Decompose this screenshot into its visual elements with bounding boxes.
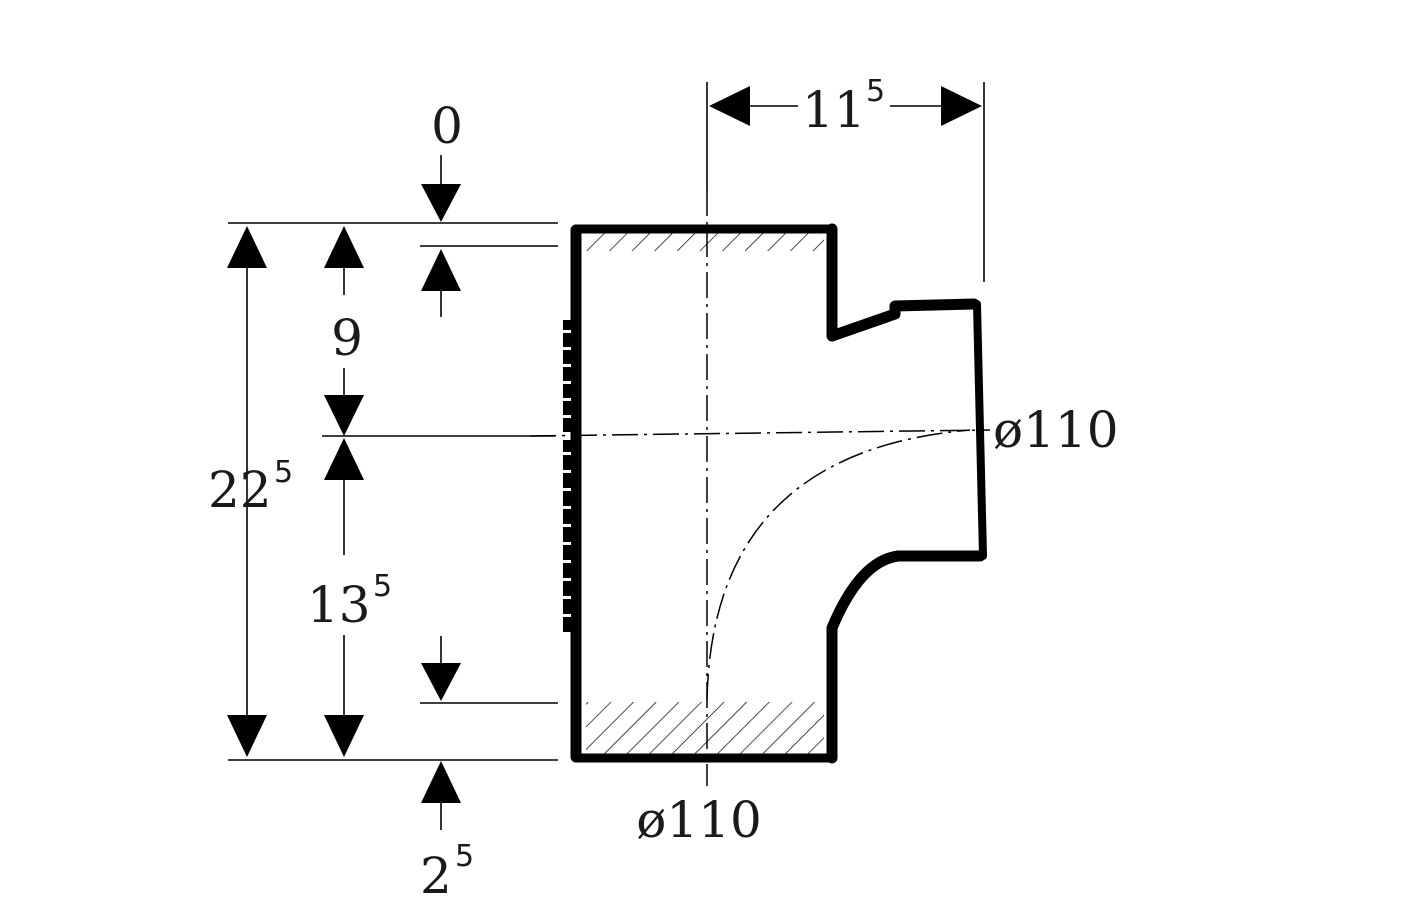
bottom-offset-arrow — [421, 761, 461, 803]
branch-lower-wall — [826, 550, 986, 764]
upper-height-arrow-bottom — [324, 395, 364, 436]
lower-height-arrow-top — [324, 438, 364, 480]
total-height-arrow-top — [227, 226, 267, 268]
bend-center-arc — [706, 429, 971, 701]
fitting-body — [570, 223, 987, 764]
horizontal-center-line — [529, 429, 991, 437]
upper-seal-hatch — [586, 231, 824, 251]
branch-width-label: 11 — [802, 81, 866, 139]
upper-height-label: 9 — [331, 309, 363, 367]
lower-height-superscript: 5 — [373, 569, 392, 604]
top-offset-arrow — [421, 184, 461, 222]
bottom-offset-label: 2 — [420, 847, 452, 902]
dimension-arrows — [227, 86, 982, 803]
total-height-arrow-bottom — [227, 715, 267, 757]
bottom-offset-superscript: 5 — [455, 839, 474, 874]
center-lines — [529, 190, 991, 786]
total-height-superscript: 5 — [274, 455, 293, 490]
lower-seal-hatch — [586, 702, 824, 754]
lower-height-arrow-bottom — [324, 715, 364, 757]
branch-width-arrow-left — [709, 86, 750, 126]
main-diameter-label: ø110 — [636, 791, 762, 849]
branch-diameter-label: ø110 — [993, 401, 1119, 459]
dimension-lines — [228, 82, 985, 830]
lower-height-label: 13 — [307, 576, 371, 634]
branch-width-superscript: 5 — [866, 74, 885, 109]
branch-upper-wall — [826, 223, 980, 342]
upper-height-arrow-top — [324, 226, 364, 268]
seal-bottom-arrow — [421, 663, 461, 701]
branch-end-wall — [973, 300, 987, 560]
branch-width-arrow-right — [941, 86, 982, 126]
top-offset-label: 0 — [431, 97, 463, 155]
gasket-tooth-gaps — [563, 330, 571, 617]
seal-top-arrow — [421, 249, 461, 291]
total-height-label: 22 — [208, 461, 272, 519]
